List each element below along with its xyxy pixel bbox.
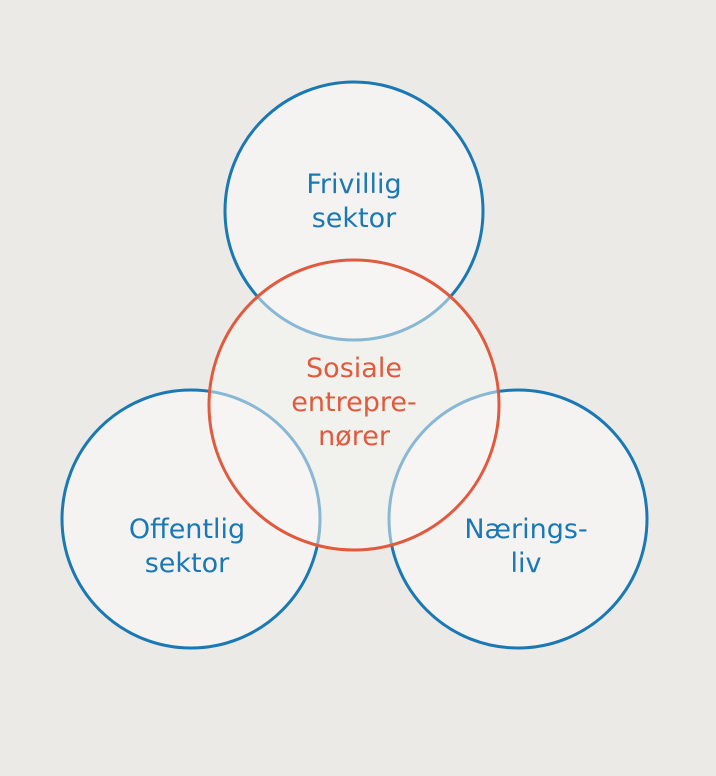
label-line: Frivillig bbox=[306, 169, 402, 200]
label-line: liv bbox=[510, 548, 542, 579]
label-line: entrepre- bbox=[291, 387, 417, 418]
label-line: Nærings- bbox=[464, 514, 588, 545]
label-sosiale-entreprenorer: Sosiale entrepre- nører bbox=[234, 352, 474, 454]
label-line: nører bbox=[318, 421, 390, 452]
label-frivillig-sektor: Frivillig sektor bbox=[234, 168, 474, 236]
label-line: Sosiale bbox=[306, 353, 402, 384]
label-offentlig-sektor: Offentlig sektor bbox=[67, 513, 307, 581]
label-line: sektor bbox=[311, 203, 397, 234]
circle-sosiale-entreprenorer bbox=[207, 258, 501, 552]
label-line: sektor bbox=[144, 548, 230, 579]
label-naeringsliv: Nærings- liv bbox=[406, 513, 646, 581]
label-line: Offentlig bbox=[128, 514, 246, 545]
